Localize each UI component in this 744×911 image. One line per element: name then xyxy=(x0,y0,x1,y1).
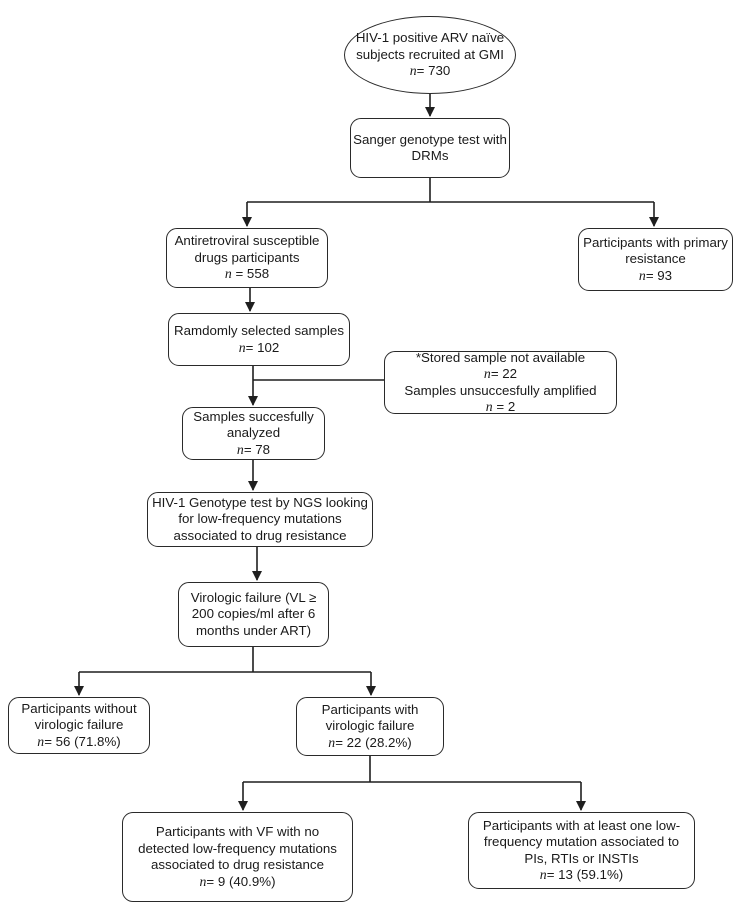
node-recruited: HIV-1 positive ARV naïve subjects recrui… xyxy=(344,16,516,94)
connector-withvf-split-stem xyxy=(243,756,581,783)
node-vf-no-mutations: Participants with VF with no detected lo… xyxy=(122,812,353,902)
node-text: HIV-1 Genotype test by NGS looking xyxy=(152,494,368,510)
node-count: n = 2 xyxy=(486,399,515,416)
n-symbol: n xyxy=(638,267,646,283)
n-symbol: n xyxy=(199,873,207,889)
node-text: resistance xyxy=(625,251,686,267)
node-count: n = 558 xyxy=(225,266,269,283)
node-text: subjects recruited at GMI xyxy=(356,46,504,62)
node-text: PIs, RTIs or INSTIs xyxy=(524,850,639,866)
n-value: = 558 xyxy=(231,266,270,282)
node-text: associated to drug resistance xyxy=(151,857,324,872)
node-primary-resistance: Participants with primary resistance n= … xyxy=(578,228,733,291)
node-text: associated to drug resistance xyxy=(173,527,347,543)
node-text: 200 copies/ml after 6 xyxy=(191,606,316,622)
n-symbol: n xyxy=(483,366,491,381)
n-value: = 730 xyxy=(416,63,451,79)
node-text: *Stored sample not available xyxy=(415,349,586,365)
n-value: = 93 xyxy=(645,267,673,283)
node-text: Participants with VF with no xyxy=(155,824,320,839)
n-symbol: n xyxy=(224,266,232,282)
node-analyzed: Samples succesfully analyzed n= 78 xyxy=(182,407,325,460)
node-count: n= 13 (59.1%) xyxy=(540,867,623,884)
node-text: Participants with xyxy=(321,701,419,717)
node-susceptible: Antiretroviral susceptible drugs partici… xyxy=(166,228,328,288)
n-value: = 22 xyxy=(490,366,518,381)
node-excluded-samples: *Stored sample not available n= 22 Sampl… xyxy=(384,349,617,416)
connector-virologic-split-stem xyxy=(79,647,371,673)
n-value: = 13 (59.1%) xyxy=(546,867,624,882)
node-text: Antiretroviral susceptible xyxy=(174,233,320,249)
node-text: virologic failure xyxy=(34,717,124,733)
node-count: n= 22 xyxy=(484,366,517,383)
node-text: Virologic failure (VL ≥ xyxy=(190,589,317,605)
node-text: drugs participants xyxy=(194,249,300,265)
connector-sanger-split-stem xyxy=(247,178,654,203)
n-symbol: n xyxy=(409,63,417,79)
node-random-samples: Ramdomly selected samples n= 102 xyxy=(168,313,350,366)
node-ngs-test: HIV-1 Genotype test by NGS looking for l… xyxy=(147,492,373,547)
node-text: DRMs xyxy=(411,148,449,163)
node-text: Sanger genotype test with xyxy=(353,131,507,147)
node-text: for low-frequency mutations xyxy=(178,511,342,527)
n-symbol: n xyxy=(236,441,244,457)
n-value: = 22 (28.2%) xyxy=(335,734,412,750)
n-value: = 9 (40.9%) xyxy=(206,873,276,889)
node-count: n= 22 (28.2%) xyxy=(328,735,411,752)
node-count: n= 56 (71.8%) xyxy=(37,734,120,751)
node-count: n= 9 (40.9%) xyxy=(199,874,275,891)
n-symbol: n xyxy=(485,399,493,414)
n-symbol: n xyxy=(539,867,547,882)
n-value: = 56 (71.8%) xyxy=(44,733,121,749)
node-text: frequency mutation associated to xyxy=(483,834,680,849)
n-symbol: n xyxy=(328,734,336,750)
n-value: = 2 xyxy=(492,399,516,414)
node-count: n= 102 xyxy=(239,340,280,357)
node-text: detected low-frequency mutations xyxy=(138,840,337,856)
node-text: virologic failure xyxy=(325,718,415,734)
node-text: Samples succesfully xyxy=(193,408,314,424)
node-vf-with-mutations: Participants with at least one low- freq… xyxy=(468,812,695,889)
node-text: Samples unsuccesfully amplified xyxy=(404,382,597,398)
node-text: Participants without xyxy=(21,700,137,716)
node-text: Participants with at least one low- xyxy=(482,817,681,833)
node-without-virologic-failure: Participants without virologic failure n… xyxy=(8,697,150,754)
node-count: n= 78 xyxy=(237,442,270,459)
node-sanger-test: Sanger genotype test with DRMs xyxy=(350,118,510,178)
node-virologic-failure-definition: Virologic failure (VL ≥ 200 copies/ml af… xyxy=(178,582,329,647)
node-text: months under ART) xyxy=(195,622,312,638)
n-value: = 102 xyxy=(245,339,280,355)
n-value: = 78 xyxy=(243,441,271,457)
node-text: analyzed xyxy=(226,425,281,441)
node-with-virologic-failure: Participants with virologic failure n= 2… xyxy=(296,697,444,756)
node-count: n= 93 xyxy=(639,268,672,285)
n-symbol: n xyxy=(238,339,246,355)
node-text: HIV-1 positive ARV naïve xyxy=(355,30,505,46)
node-count: n= 730 xyxy=(410,63,451,80)
node-text: Ramdomly selected samples xyxy=(174,323,344,338)
node-text: Participants with primary xyxy=(583,234,728,250)
n-symbol: n xyxy=(37,733,45,749)
